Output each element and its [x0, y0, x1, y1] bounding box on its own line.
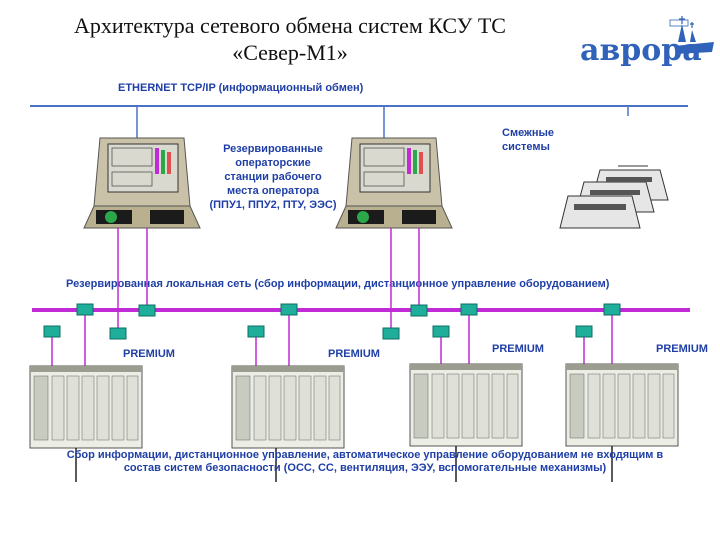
- connector-module: [603, 303, 621, 316]
- adjacent-systems-consoles: [559, 165, 669, 229]
- operator-station-1: [83, 137, 201, 229]
- connector-module: [109, 327, 127, 340]
- plc-rack-1: [29, 365, 143, 449]
- stations-line-3: станции рабочего: [224, 171, 322, 183]
- lan-label: Резервированная локальная сеть (сбор инф…: [66, 278, 610, 290]
- connector-module: [382, 327, 400, 340]
- stations-line-2: операторские: [235, 157, 311, 169]
- plc-label-3: PREMIUM: [492, 343, 544, 355]
- connector-module: [76, 303, 94, 316]
- title-line-1: Архитектура сетевого обмена систем КСУ Т…: [74, 13, 506, 38]
- connector-module: [138, 304, 156, 317]
- aurora-logo: аврора: [580, 16, 714, 68]
- logo-text: аврора: [580, 33, 702, 68]
- plc-rack-4: [565, 363, 679, 447]
- adjacent-line-1: Смежные: [502, 127, 555, 139]
- adjacent-systems-label: Смежные системы: [502, 126, 554, 154]
- connector-module: [410, 304, 428, 317]
- plc-rack-2: [231, 365, 345, 449]
- connector-module: [575, 325, 593, 338]
- connector-module: [247, 325, 265, 338]
- plc-label-1: PREMIUM: [123, 348, 175, 360]
- plc-label-4: PREMIUM: [656, 343, 708, 355]
- stations-line-4: места оператора: [227, 185, 319, 197]
- adjacent-line-2: системы: [502, 141, 550, 153]
- connector-module: [43, 325, 61, 338]
- connector-module: [460, 303, 478, 316]
- plc-label-2: PREMIUM: [328, 348, 380, 360]
- page-title: Архитектура сетевого обмена систем КСУ Т…: [30, 12, 550, 66]
- stations-line-5: (ППУ1, ППУ2, ПТУ, ЭЭС): [209, 199, 337, 211]
- operator-station-2: [335, 137, 453, 229]
- title-line-2: «Север-М1»: [232, 40, 348, 65]
- stations-line-1: Резервированные: [223, 143, 323, 155]
- stations-label: Резервированные операторские станции раб…: [198, 142, 348, 212]
- connector-module: [432, 325, 450, 338]
- network-connectors: [43, 303, 621, 340]
- ethernet-label: ETHERNET TCP/IP (информационный обмен): [118, 82, 364, 94]
- bottom-description: Сбор информации, дистанционное управлени…: [20, 449, 710, 475]
- bottom-line-1: Сбор информации, дистанционное управлени…: [66, 449, 664, 461]
- bottom-line-2: состав систем безопасности (ОСС, СС, вен…: [123, 462, 607, 474]
- plc-rack-3: [409, 363, 523, 447]
- connector-module: [280, 303, 298, 316]
